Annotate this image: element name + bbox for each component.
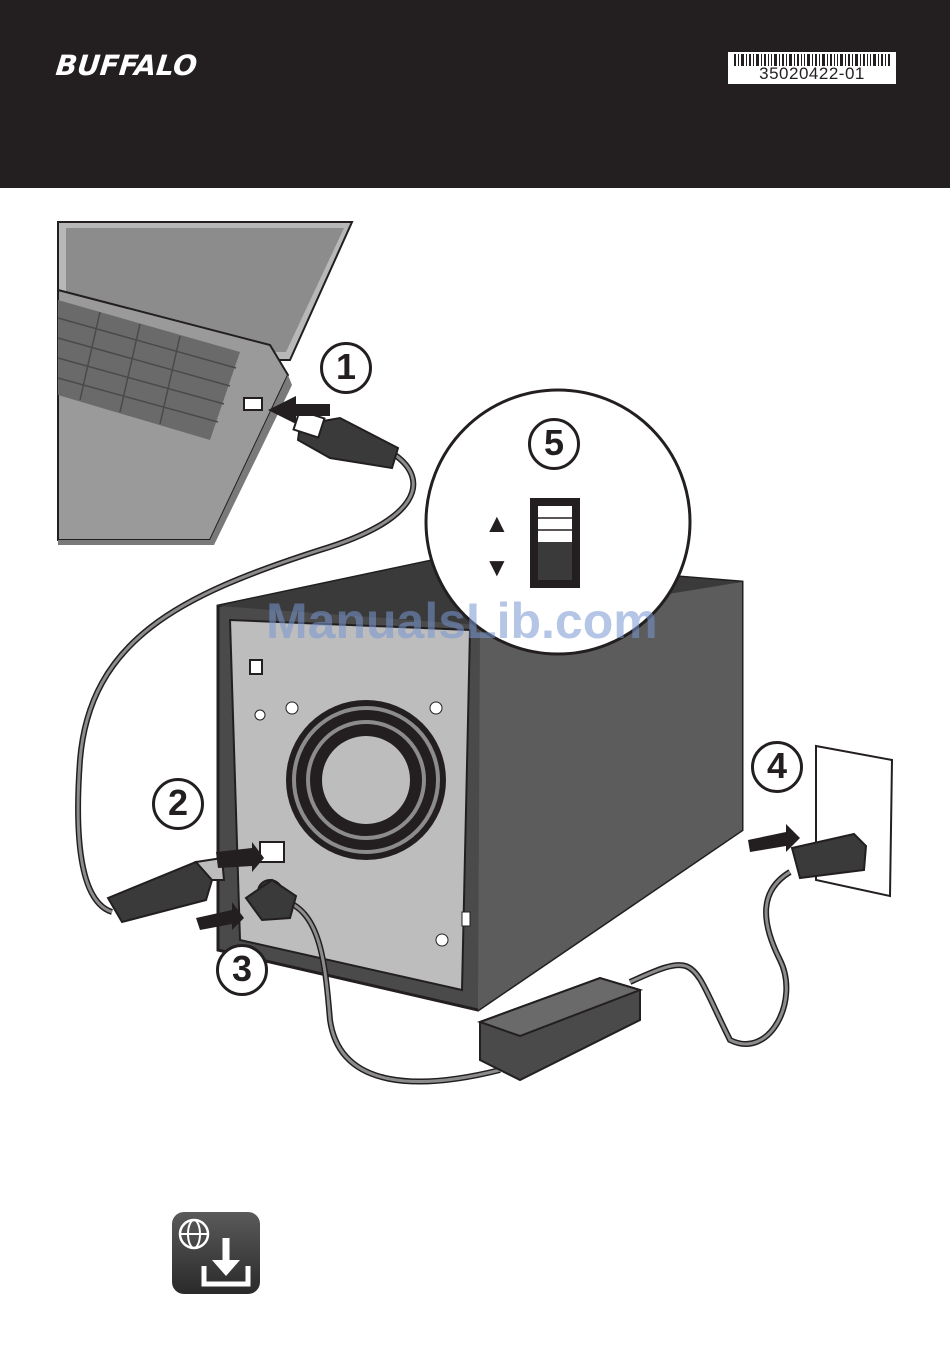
watermark: ManualsLib.com (266, 592, 696, 650)
part-number: 35020422-01 (728, 64, 896, 84)
barcode-label: 35020422-01 (728, 52, 896, 84)
step-3-badge: 3 (216, 944, 268, 996)
step-4-badge: 4 (751, 741, 803, 793)
laptop-illustration (58, 222, 352, 545)
globe-download-icon (172, 1212, 260, 1294)
switch-up-symbol: ▲ (484, 508, 510, 539)
header-band: BUFFALO (0, 0, 950, 188)
step-1-badge: 1 (320, 342, 372, 394)
brand-logo: BUFFALO (54, 49, 199, 82)
step-5-badge: 5 (528, 418, 580, 470)
download-icon[interactable] (172, 1212, 260, 1294)
step-2-badge: 2 (152, 778, 204, 830)
switch-down-symbol: ▼ (484, 552, 510, 583)
wall-outlet (792, 746, 892, 896)
usb-b-plug (108, 858, 224, 922)
